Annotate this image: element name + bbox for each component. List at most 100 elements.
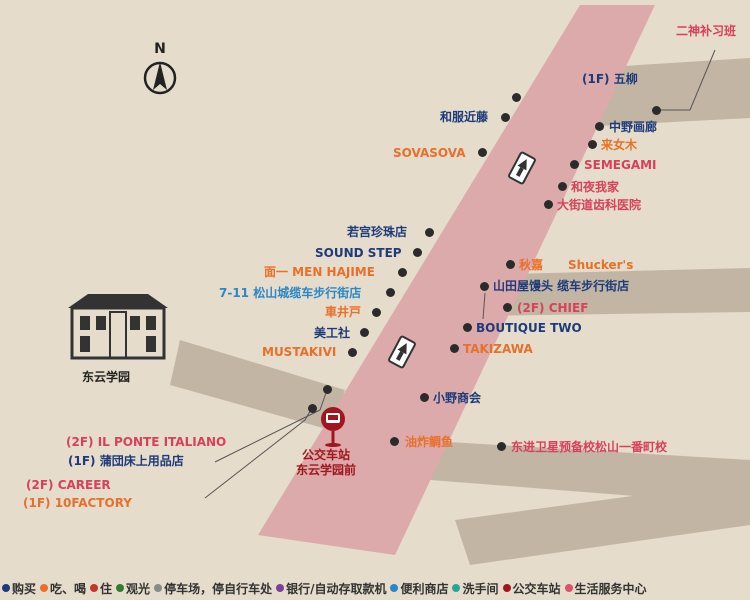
poi-dot[interactable] xyxy=(558,182,567,191)
label-chief[interactable]: (2F) CHIEF xyxy=(517,301,589,315)
label-onoshokai[interactable]: 小野商会 xyxy=(433,391,482,405)
poi-dot[interactable] xyxy=(308,404,317,413)
label-seven[interactable]: 7-11 松山城缆车步行街店 xyxy=(219,286,362,300)
school-name: 东云学园 xyxy=(82,370,131,384)
legend-label: 银行/自动存取款机 xyxy=(286,582,387,596)
label-yamadaya[interactable]: 山田屋馒头 缆车步行街店 xyxy=(493,279,630,293)
compass-letter: N xyxy=(154,41,166,57)
poi-dot[interactable] xyxy=(323,385,332,394)
poi-dot[interactable] xyxy=(480,282,489,291)
label-okaido-dental[interactable]: 大街道齿科医院 xyxy=(557,198,642,212)
label-kimiki[interactable]: 来女木 xyxy=(601,138,638,152)
poi-dot[interactable] xyxy=(420,393,429,402)
legend-dot-icon xyxy=(276,584,285,592)
legend-label: 购买 xyxy=(12,582,37,596)
side-road-lower-right xyxy=(405,440,750,505)
label-toshin[interactable]: 东进卫星预备校松山一番町校 xyxy=(511,440,668,454)
poi-dot[interactable] xyxy=(501,113,510,122)
poi-dot[interactable] xyxy=(450,344,459,353)
side-road-bottom-right xyxy=(455,480,750,565)
bus-stop-icon xyxy=(321,407,345,447)
side-road-left xyxy=(170,340,345,430)
poi-dot[interactable] xyxy=(360,328,369,337)
label-aburaage[interactable]: 油炸鲷鱼 xyxy=(405,435,454,449)
connector-yamadaya xyxy=(482,292,486,320)
legend-label: 观光 xyxy=(126,582,151,596)
legend-item: 吃、喝 xyxy=(40,582,86,596)
compass-needle-icon xyxy=(143,61,177,95)
legend-label: 便利商店 xyxy=(400,582,449,596)
poi-dot[interactable] xyxy=(390,437,399,446)
legend-item: 购买 xyxy=(2,582,36,596)
poi-dot[interactable] xyxy=(595,122,604,131)
label-takizawa[interactable]: TAKIZAWA xyxy=(463,342,533,356)
label-nakano[interactable]: 中野画廊 xyxy=(609,120,658,134)
poi-dot[interactable] xyxy=(478,148,487,157)
bus-stop-label-line1: 公交车站 xyxy=(302,448,351,462)
legend-item: 便利商店 xyxy=(390,582,448,596)
label-mustakivi[interactable]: MUSTAKIVI xyxy=(262,345,337,359)
label-wayoru[interactable]: 和夜我家 xyxy=(571,180,620,194)
label-10factory[interactable]: (1F) 10FACTORY xyxy=(23,496,132,510)
poi-dot[interactable] xyxy=(503,303,512,312)
poi-dot[interactable] xyxy=(425,228,434,237)
one-way-arrow-icon xyxy=(388,335,416,369)
label-bikousha[interactable]: 美工社 xyxy=(314,326,351,340)
label-kurumaido[interactable]: 車井戸 xyxy=(325,305,362,319)
school-landmark[interactable]: 东云学园 xyxy=(58,290,178,385)
label-goryu[interactable]: (1F) 五柳 xyxy=(582,72,638,86)
legend-label: 吃、喝 xyxy=(50,582,87,596)
side-road-middle-right xyxy=(470,268,750,316)
label-shuckers[interactable]: Shucker's xyxy=(568,258,634,272)
legend-item: 公交车站 xyxy=(502,582,561,596)
school-building-icon xyxy=(68,294,168,360)
legend-dot-icon xyxy=(2,584,10,592)
label-boutique-two[interactable]: BOUTIQUE TWO xyxy=(476,321,582,335)
label-sound-step[interactable]: SOUND STEP xyxy=(315,246,402,260)
poi-dot[interactable] xyxy=(570,160,579,169)
label-il-ponte[interactable]: (2F) IL PONTE ITALIANO xyxy=(66,435,227,449)
map-legend: 购买吃、喝住观光停车场，停自行车处银行/自动存取款机便利商店洗手间公交车站生活服… xyxy=(2,580,651,597)
poi-dot[interactable] xyxy=(544,200,553,209)
connector-kamata xyxy=(214,389,328,463)
poi-dot[interactable] xyxy=(386,288,395,297)
label-shuka[interactable]: 秋嘉 xyxy=(519,258,544,272)
compass-icon: N xyxy=(140,42,180,104)
label-career[interactable]: (2F) CAREER xyxy=(26,478,111,492)
label-semegami[interactable]: SEMEGAMI xyxy=(584,158,657,172)
legend-item: 洗手间 xyxy=(452,582,499,596)
legend-dot-icon xyxy=(116,584,125,592)
poi-dot[interactable] xyxy=(588,140,597,149)
poi-dot[interactable] xyxy=(463,323,472,332)
poi-dot[interactable] xyxy=(512,93,521,102)
legend-item: 生活服务中心 xyxy=(564,582,647,596)
legend-dot-icon xyxy=(452,584,461,592)
label-kamata[interactable]: (1F) 蒲団床上用品店 xyxy=(68,454,184,468)
one-way-arrow-icon xyxy=(508,151,536,185)
legend-label: 公交车站 xyxy=(512,582,561,596)
legend-item: 停车场，停自行车处 xyxy=(154,582,272,596)
poi-dot[interactable] xyxy=(348,348,357,357)
poi-dot[interactable] xyxy=(398,268,407,277)
label-sovasova[interactable]: SOVASOVA xyxy=(393,146,466,160)
label-nishin[interactable]: 二神补习班 xyxy=(676,24,737,38)
poi-dot[interactable] xyxy=(372,308,381,317)
legend-dot-icon xyxy=(40,584,49,592)
poi-dot[interactable] xyxy=(506,260,515,269)
legend-label: 生活服务中心 xyxy=(574,582,647,596)
label-wafuku[interactable]: 和服近藤 xyxy=(440,110,489,124)
legend-dot-icon xyxy=(154,584,163,592)
label-men-hajime[interactable]: 面一 MEN HAJIME xyxy=(264,265,375,279)
poi-dot[interactable] xyxy=(652,106,661,115)
poi-dot[interactable] xyxy=(413,248,422,257)
legend-label: 洗手间 xyxy=(462,582,499,596)
legend-dot-icon xyxy=(564,584,573,592)
legend-item: 观光 xyxy=(116,582,150,596)
bus-stop[interactable] xyxy=(316,405,348,451)
poi-dot[interactable] xyxy=(497,442,506,451)
legend-label: 住 xyxy=(100,582,113,596)
bus-stop-label-line2: 东云学园前 xyxy=(296,463,357,477)
label-wakamiya[interactable]: 若宫珍珠店 xyxy=(347,225,408,239)
